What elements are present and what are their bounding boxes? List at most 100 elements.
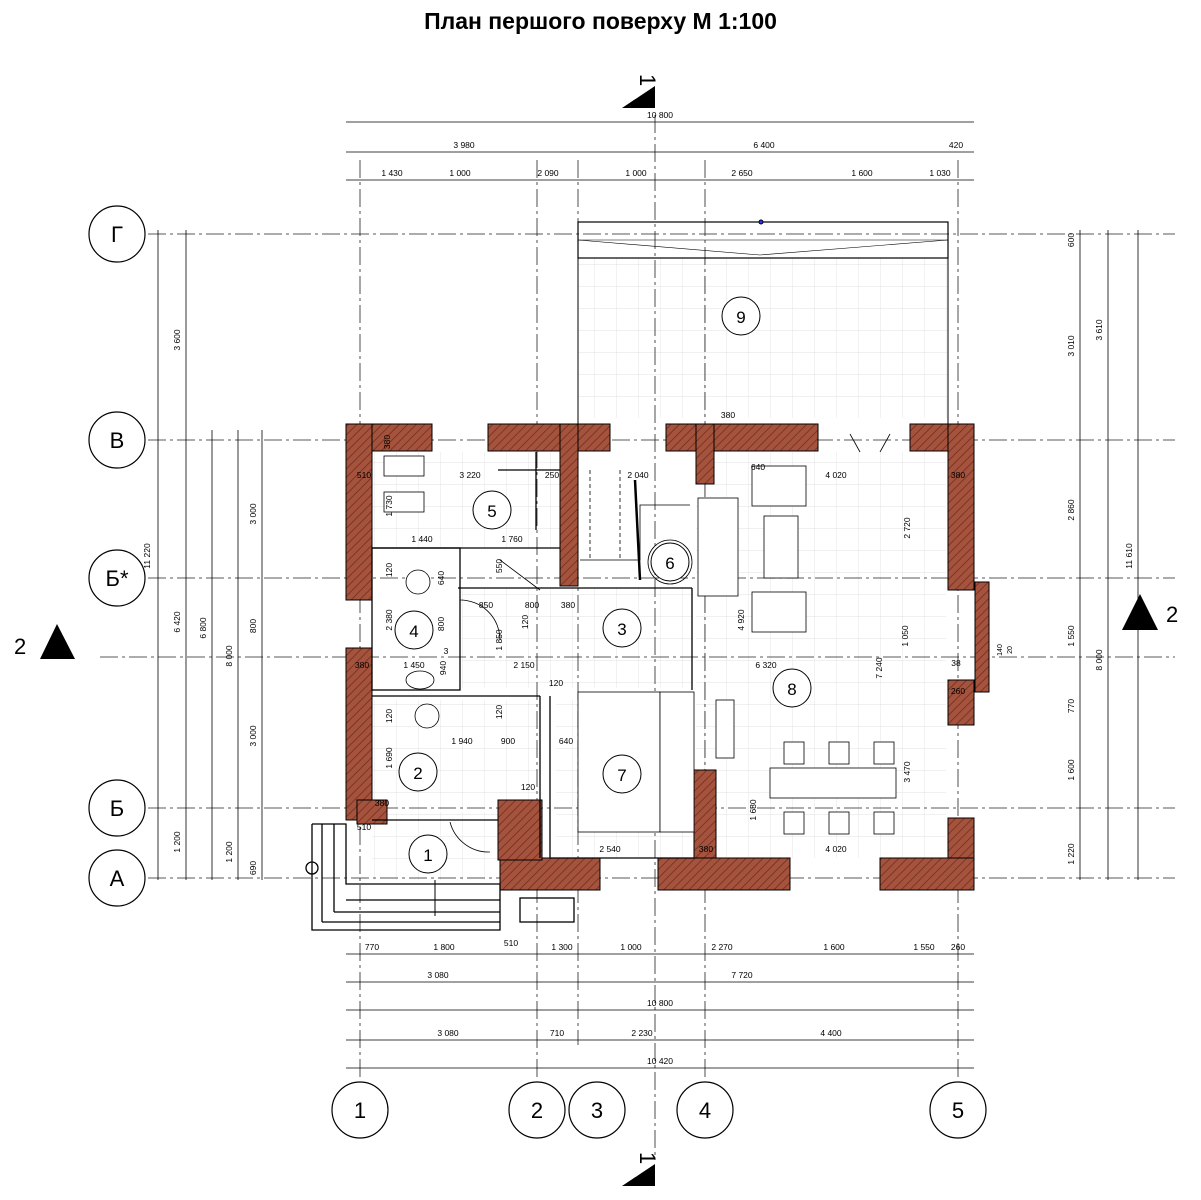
dim-top-row3-6: 1 600 [851, 168, 873, 178]
dim-right-b-3: 2 860 [1066, 499, 1076, 521]
dim-bottom-axes-2: 710 [550, 1028, 564, 1038]
room-label-3: 3 [617, 620, 626, 639]
dim-bottom-axes-1: 3 080 [437, 1028, 459, 1038]
dim-right-b-5: 770 [1066, 699, 1076, 713]
dim-int-18: 380 [561, 600, 575, 610]
dim-top-row2-3: 420 [949, 140, 963, 150]
dim-right-b-4: 1 550 [1066, 625, 1076, 647]
dim-int-9: 1 730 [384, 495, 394, 517]
dim-right-b-6: 1 600 [1066, 759, 1076, 781]
axis-bubble-Г [88, 205, 146, 263]
staircase [580, 470, 693, 585]
dim-right-a-1: 3 610 [1094, 319, 1104, 341]
axis-label-row-Г: Г [111, 222, 123, 247]
room-label-5: 5 [487, 502, 496, 521]
dim-int-49: 140 [997, 644, 1004, 656]
room-label-8: 8 [787, 680, 796, 699]
dim-int-32: 120 [549, 678, 563, 688]
dim-left-b-3: 3 000 [248, 725, 258, 747]
dim-int-29: 4 920 [736, 609, 746, 631]
dim-int-16: 850 [479, 600, 493, 610]
dim-bottom-row1-7: 1 600 [823, 942, 845, 952]
dim-int-8: 510 [357, 470, 371, 480]
dim-int-6: 4 020 [825, 470, 847, 480]
dim-int-23: 3 [444, 646, 449, 656]
dim-top-row3-1: 1 430 [381, 168, 403, 178]
axis-label-col-4: 4 [699, 1098, 711, 1123]
terrace-outline [577, 219, 949, 425]
room-label-7: 7 [617, 766, 626, 785]
room-label-2: 2 [413, 764, 422, 783]
dim-int-50: 20 [1007, 646, 1014, 654]
furniture [383, 455, 897, 835]
axis-bubble-1 [331, 1081, 389, 1139]
door-swings [449, 433, 891, 853]
dim-bottom-row1-9: 260 [951, 942, 965, 952]
axis-grid-lines [100, 115, 1175, 1160]
axis-label-col-1: 1 [354, 1098, 366, 1123]
axis-bubble-3 [568, 1081, 626, 1139]
walls [345, 423, 990, 891]
dim-top-row2-2: 6 400 [753, 140, 775, 150]
dim-int-31: 7 240 [874, 657, 884, 679]
room-label-9: 9 [736, 308, 745, 327]
dim-right-b-1: 600 [1066, 233, 1076, 247]
section-marker-bottom-label: 1 [635, 1152, 660, 1164]
dim-int-38: 1 690 [384, 747, 394, 769]
room-bubbles [394, 296, 812, 874]
axis-label-row-А: А [110, 866, 125, 891]
dim-int-20: 800 [436, 617, 446, 631]
dim-int-28: 6 320 [755, 660, 777, 670]
axis-bubble-А [88, 849, 146, 907]
dim-right-b-2: 3 010 [1066, 335, 1076, 357]
dim-int-36: 900 [501, 736, 515, 746]
dim-int-44: 2 540 [599, 844, 621, 854]
dim-int-25: 1 450 [403, 660, 425, 670]
dim-top-row3-2: 1 000 [449, 168, 471, 178]
dim-int-51: 380 [721, 410, 735, 420]
room-label-6: 6 [665, 554, 674, 573]
dim-int-27: 2 150 [513, 660, 535, 670]
dim-int-12: 550 [494, 559, 504, 573]
dim-int-3: 250 [545, 470, 559, 480]
dim-bottom-axes-total: 10 420 [647, 1056, 673, 1066]
axis-bubble-Б [88, 779, 146, 837]
dim-int-41: 3 470 [902, 761, 912, 783]
dim-right-b-7: 1 220 [1066, 843, 1076, 865]
dim-left-a-3: 1 200 [172, 831, 182, 853]
axis-label-col-3: 3 [591, 1098, 603, 1123]
dim-bottom-row2-1: 3 080 [427, 970, 449, 980]
dim-left-outer: 11 220 [142, 543, 152, 569]
dim-int-19: 2 380 [384, 609, 394, 631]
axis-label-row-Б*: Б* [106, 566, 129, 591]
dim-bottom-row1-5: 1 000 [620, 942, 642, 952]
dim-int-47: 260 [951, 686, 965, 696]
dim-int-11: 1 760 [501, 534, 523, 544]
dim-bottom-row1-6: 2 270 [711, 942, 733, 952]
dim-int-10: 1 440 [411, 534, 433, 544]
dim-left-b-1: 3 000 [248, 503, 258, 525]
column-axis-bubbles [331, 1081, 987, 1139]
dim-int-21: 120 [520, 615, 530, 629]
dim-int-13: 2 720 [902, 517, 912, 539]
room-label-1: 1 [423, 846, 432, 865]
axis-label-col-5: 5 [952, 1098, 964, 1123]
dim-int-33: 120 [494, 705, 504, 719]
dim-top-row3-4: 1 000 [625, 168, 647, 178]
dim-left-a-2: 6 420 [172, 611, 182, 633]
dim-bottom-axes-4: 4 400 [820, 1028, 842, 1038]
dim-int-42: 1 680 [748, 799, 758, 821]
dim-int-17: 800 [525, 600, 539, 610]
dim-int-30: 1 050 [900, 625, 910, 647]
dim-right-a-2: 8 000 [1094, 649, 1104, 671]
dim-int-34: 120 [384, 709, 394, 723]
axis-bubble-4 [676, 1081, 734, 1139]
dim-int-45: 380 [699, 844, 713, 854]
dim-bottom-row1-3: 510 [504, 938, 518, 948]
dimension-lines [157, 121, 1139, 1069]
dim-bottom-row1-1: 770 [365, 942, 379, 952]
dim-int-22: 1 850 [494, 629, 504, 651]
dim-bottom-overall: 10 800 [647, 998, 673, 1008]
axis-bubble-2 [508, 1081, 566, 1139]
